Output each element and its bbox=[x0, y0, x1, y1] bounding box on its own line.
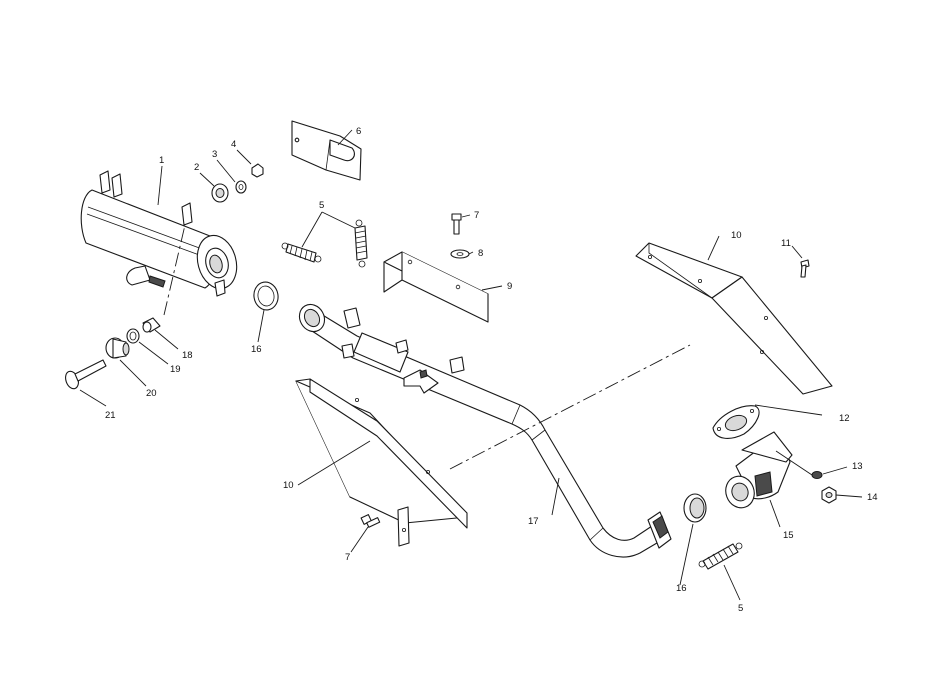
callout-18: 18 bbox=[182, 350, 193, 361]
carriage-bolt bbox=[65, 359, 107, 390]
callout-10-right: 10 bbox=[731, 230, 742, 241]
seal-ring-upper bbox=[253, 281, 279, 311]
rubber-bushing bbox=[105, 337, 130, 359]
small-bolt bbox=[800, 259, 810, 278]
callout-5-upper: 5 bbox=[319, 200, 324, 211]
seal-ring-lower bbox=[683, 493, 707, 523]
callout-2: 2 bbox=[194, 162, 199, 173]
spring-upper-right bbox=[354, 219, 368, 268]
callout-21: 21 bbox=[105, 410, 116, 421]
callout-7-upper: 7 bbox=[474, 210, 479, 221]
callout-10-left: 10 bbox=[283, 480, 294, 491]
heat-shield-left bbox=[295, 378, 468, 547]
spring-upper-left bbox=[281, 242, 322, 263]
callout-20: 20 bbox=[146, 388, 157, 399]
washer bbox=[235, 180, 247, 194]
o-ring bbox=[126, 328, 140, 344]
callout-4: 4 bbox=[231, 139, 236, 150]
heat-shield-right bbox=[635, 242, 833, 395]
callout-7-lower: 7 bbox=[345, 552, 350, 563]
callout-9: 9 bbox=[507, 281, 512, 292]
leader-lines bbox=[79, 129, 863, 601]
exhaust-elbow bbox=[725, 431, 793, 509]
grommet bbox=[211, 183, 229, 203]
callout-5-lower: 5 bbox=[738, 603, 743, 614]
flange-gasket bbox=[712, 405, 760, 439]
callout-16-upper: 16 bbox=[251, 344, 262, 355]
hex-nut bbox=[821, 486, 837, 504]
callout-14: 14 bbox=[867, 492, 878, 503]
muffler-centerline bbox=[163, 224, 186, 316]
callout-6: 6 bbox=[356, 126, 361, 137]
callout-1: 1 bbox=[159, 155, 164, 166]
callout-15: 15 bbox=[783, 530, 794, 541]
head-pipe bbox=[298, 303, 672, 558]
alignment-centerline bbox=[449, 344, 691, 470]
flat-washer bbox=[450, 249, 470, 259]
callout-labels: 1 2 3 4 5 5 6 7 7 8 9 10 10 11 12 13 14 … bbox=[105, 126, 878, 614]
muffler bbox=[80, 170, 238, 297]
bolt-upper bbox=[451, 213, 462, 235]
callout-12: 12 bbox=[839, 413, 850, 424]
callout-16-lower: 16 bbox=[676, 583, 687, 594]
nut bbox=[251, 163, 264, 178]
callout-19: 19 bbox=[170, 364, 181, 375]
callout-3: 3 bbox=[212, 149, 217, 160]
bolt-lower bbox=[360, 514, 381, 528]
callout-8: 8 bbox=[478, 248, 483, 259]
callout-13: 13 bbox=[852, 461, 863, 472]
lock-washer bbox=[811, 471, 823, 479]
spacer-sleeve bbox=[142, 317, 161, 333]
callout-17: 17 bbox=[528, 516, 539, 527]
spring-lower bbox=[698, 542, 743, 570]
mounting-bracket bbox=[383, 251, 489, 323]
callout-11: 11 bbox=[781, 238, 791, 249]
upper-bracket bbox=[291, 120, 362, 181]
